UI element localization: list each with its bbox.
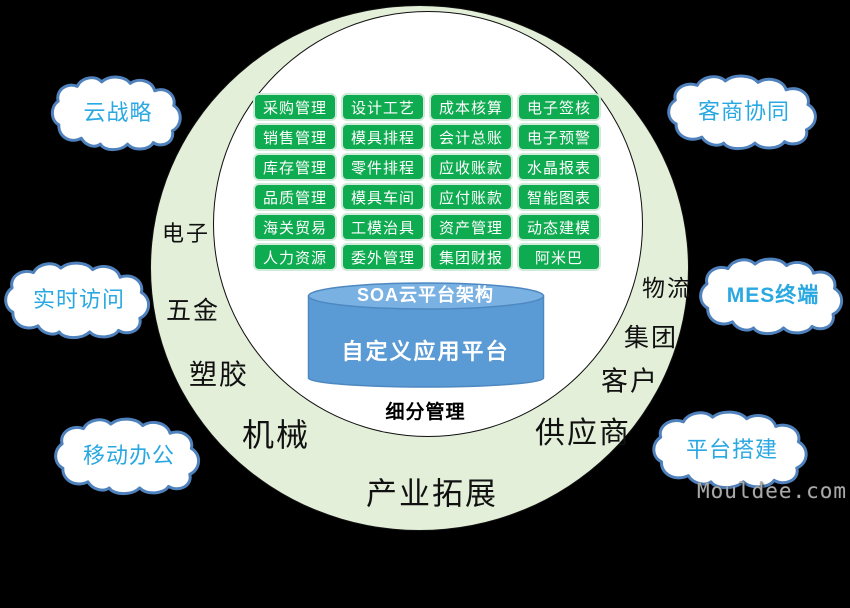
cloud-shape: [50, 76, 186, 150]
cloud-shape: [666, 75, 822, 149]
module-tile: 电子预警: [517, 123, 601, 151]
cylinder-body: [307, 295, 545, 388]
cloud-label: 移动办公: [82, 443, 175, 468]
platform-cylinder: [307, 282, 545, 388]
cloud-shape: [3, 262, 155, 338]
cloud-label: 云战略: [83, 100, 153, 125]
watermark: Mouldee.com: [697, 479, 848, 503]
platform-top-label: SOA云平台架构: [356, 285, 494, 305]
platform-main-label: 自定义应用平台: [341, 339, 510, 364]
industry-label: 物流: [642, 276, 692, 301]
industry-label: 电子: [161, 221, 211, 246]
module-tile: 库存管理: [253, 153, 337, 181]
cloud-callout: 平台搭建: [651, 411, 813, 488]
cloud-callout: 客商协同: [666, 75, 822, 149]
module-tile: 会计总账: [429, 123, 513, 151]
module-tile: 委外管理: [341, 243, 425, 271]
module-tile: 智能图表: [517, 183, 601, 211]
cloud-callout: 实时访问: [3, 262, 155, 338]
module-tile: 模具车间: [341, 183, 425, 211]
industry-label: 供应商: [535, 417, 631, 450]
module-tile: 动态建模: [517, 213, 601, 241]
cloud-callout: 云战略: [50, 76, 186, 150]
industry-label: 五金: [165, 298, 221, 325]
cylinder-cap: [307, 282, 545, 310]
industry-label: 集团: [623, 325, 679, 352]
industry-label: 客户: [601, 366, 659, 397]
cloud-label: MES终端: [726, 284, 820, 307]
cloud-label: 客商协同: [697, 99, 790, 124]
industry-label: 产业拓展: [366, 476, 498, 512]
module-tile: 应付账款: [429, 183, 513, 211]
module-tile: 设计工艺: [341, 93, 425, 121]
cloud-shape: [698, 258, 848, 334]
module-tile: 阿米巴: [517, 243, 601, 271]
module-tile: 模具排程: [341, 123, 425, 151]
module-tile: 销售管理: [253, 123, 337, 151]
cloud-label: 实时访问: [32, 287, 125, 312]
module-grid: 采购管理设计工艺成本核算电子签核销售管理模具排程会计总账电子预警库存管理零件排程…: [253, 93, 601, 271]
module-tile: 采购管理: [253, 93, 337, 121]
platform-caption: 细分管理: [385, 402, 466, 423]
module-tile: 水晶报表: [517, 153, 601, 181]
cloud-callout: MES终端: [698, 258, 848, 334]
module-tile: 工模治具: [341, 213, 425, 241]
industry-label: 机械: [241, 417, 311, 453]
module-tile: 资产管理: [429, 213, 513, 241]
industry-label: 塑胶: [188, 360, 250, 391]
module-tile: 电子签核: [517, 93, 601, 121]
module-tile: 成本核算: [429, 93, 513, 121]
module-tile: 人力资源: [253, 243, 337, 271]
module-tile: 零件排程: [341, 153, 425, 181]
cloud-shape: [53, 418, 205, 494]
module-tile: 品质管理: [253, 183, 337, 211]
module-tile: 海关贸易: [253, 213, 337, 241]
cloud-callout: 移动办公: [53, 418, 205, 494]
module-tile: 应收账款: [429, 153, 513, 181]
cloud-label: 平台搭建: [685, 436, 778, 462]
module-tile: 集团财报: [429, 243, 513, 271]
cloud-shape: [651, 411, 813, 488]
